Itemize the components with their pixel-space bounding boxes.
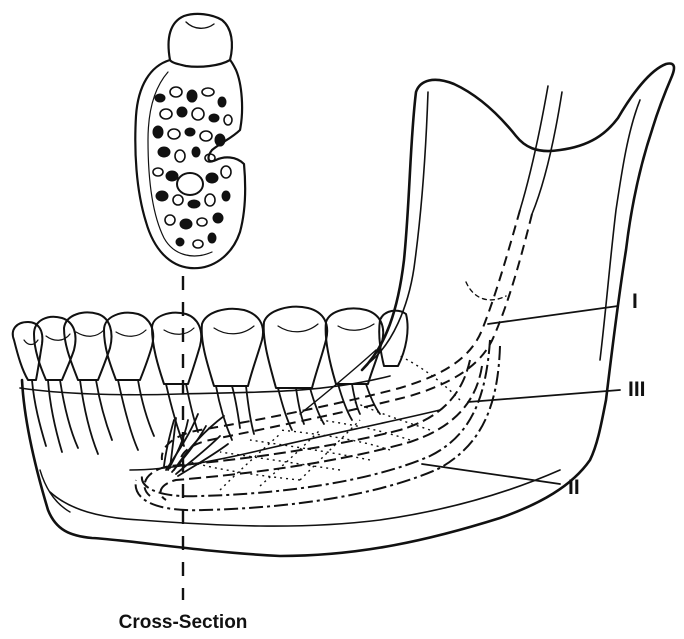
tooth-5 xyxy=(152,313,201,384)
cancellous-bone-pattern xyxy=(153,87,232,248)
tooth-6 xyxy=(202,309,263,386)
teeth-row xyxy=(13,307,408,454)
leader-II xyxy=(422,464,560,484)
cross-section-illustration xyxy=(135,14,245,600)
label-I: I xyxy=(632,290,638,313)
tooth-1 xyxy=(13,322,43,380)
canal-cross-section xyxy=(177,173,203,195)
label-II: II xyxy=(568,476,580,499)
leader-III xyxy=(468,390,620,402)
tooth-7 xyxy=(264,307,328,388)
tooth-8 xyxy=(326,309,384,385)
leader-I xyxy=(488,306,618,324)
cross-section-tooth-crown xyxy=(169,14,232,67)
label-III: III xyxy=(628,378,646,401)
tooth-2 xyxy=(34,317,76,380)
cross-section-caption: Cross-Section xyxy=(119,612,248,633)
